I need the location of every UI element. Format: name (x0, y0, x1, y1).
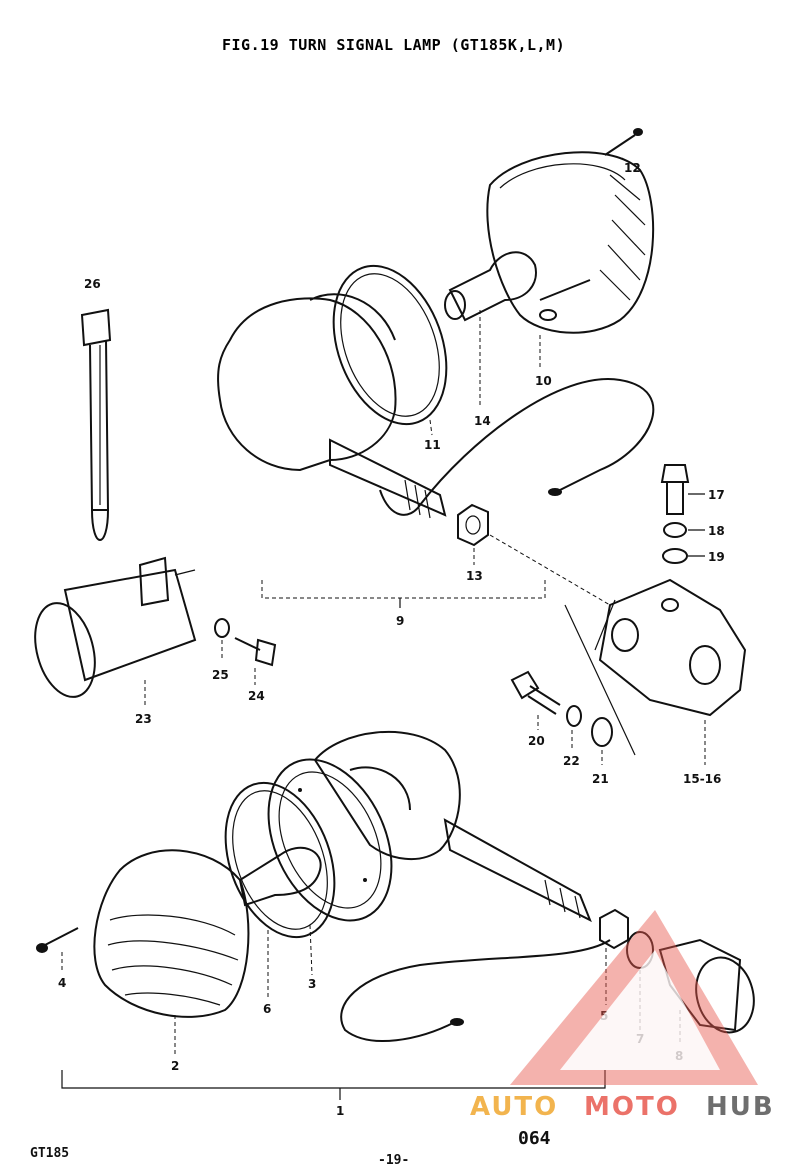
callout-20: 20 (528, 734, 545, 748)
part-15-16-bracket (598, 578, 747, 717)
watermark-text-auto: AUTO (470, 1092, 558, 1122)
part-14-bulb (444, 251, 537, 322)
part-20-bolt (510, 670, 561, 715)
wire-connector (548, 488, 562, 496)
part-6-lens-gasket (224, 781, 336, 939)
group-9-bracket (261, 580, 546, 599)
part-10-lamp-housing (486, 151, 655, 334)
callout-3: 3 (308, 977, 316, 991)
part-26-strap (80, 308, 112, 541)
part-2-lens (93, 849, 250, 1018)
part-3-gasket (267, 758, 393, 922)
part-13-nut (457, 503, 489, 547)
callout-6: 6 (263, 1002, 271, 1016)
lower-lamp-housing (313, 730, 592, 923)
footer-model: GT185 (30, 1146, 69, 1161)
part-7-washer (626, 931, 654, 969)
callout-1: 1 (336, 1104, 344, 1118)
callout-13: 13 (466, 569, 483, 583)
figure-title: FIG.19 TURN SIGNAL LAMP (GT185K,L,M) (222, 36, 565, 54)
fastener-guide-lines (564, 599, 636, 756)
part-25-washer (214, 618, 230, 638)
part-18-spring-washer (663, 522, 687, 538)
part-12-screw (604, 128, 643, 156)
callout-9: 9 (396, 614, 404, 628)
callout-19: 19 (708, 550, 725, 564)
part-11-gasket (332, 264, 448, 426)
part-22-spring-washer (566, 705, 582, 727)
watermark-text-moto: MOTO (584, 1092, 680, 1122)
callout-23: 23 (135, 712, 152, 726)
part-19-washer (662, 548, 688, 564)
watermark-text-hub: HUB (706, 1092, 775, 1122)
footer-plate-number: 064 (518, 1128, 551, 1149)
part-23-flasher-relay (34, 556, 197, 698)
callout-14: 14 (474, 414, 491, 428)
callout-24: 24 (248, 689, 265, 703)
upper-lamp-lens (217, 293, 447, 519)
part-5-nut (599, 908, 629, 950)
group-1-bracket (61, 1070, 606, 1089)
callout-4: 4 (58, 976, 66, 990)
part-17-bolt (660, 464, 690, 515)
part-24-bolt (234, 637, 277, 667)
callout-22: 22 (563, 754, 580, 768)
callout-15-16: 15-16 (683, 772, 721, 786)
callout-18: 18 (708, 524, 725, 538)
callout-11: 11 (424, 438, 441, 452)
callout-10: 10 (535, 374, 552, 388)
automotohub-watermark: AUTO MOTO HUB (470, 910, 775, 1122)
callout-12: 12 (624, 161, 641, 175)
part-21-washer (591, 717, 613, 747)
footer-page-number: -19- (378, 1153, 409, 1168)
callout-17: 17 (708, 488, 725, 502)
lower-lamp-wire (340, 939, 611, 1042)
callout-25: 25 (212, 668, 229, 682)
part-4-screw (36, 927, 79, 953)
watermark-triangle-inner (560, 950, 720, 1070)
lower-lamp-bulb (238, 846, 322, 907)
callout-21: 21 (592, 772, 609, 786)
upper-lamp-wire (379, 378, 655, 516)
callout-26: 26 (84, 277, 101, 291)
callout-2: 2 (171, 1059, 179, 1073)
